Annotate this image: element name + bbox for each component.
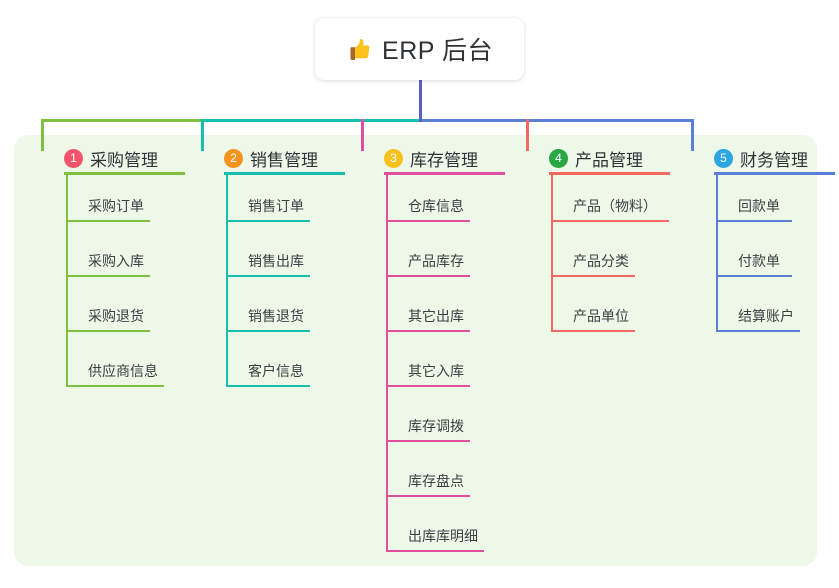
leaf-item[interactable]: 库存调拨 (386, 413, 470, 442)
leaf-item[interactable]: 采购退货 (66, 303, 150, 332)
branch-header-4[interactable]: 4 产品管理 (549, 146, 643, 171)
leaf-item[interactable]: 结算账户 (716, 303, 800, 332)
root-title: ERP 后台 (382, 37, 493, 65)
branch-header-5[interactable]: 5 财务管理 (714, 146, 808, 171)
leaf-label: 采购入库 (88, 253, 144, 269)
leaf-label: 仓库信息 (408, 198, 464, 214)
leaf-label: 销售出库 (248, 253, 304, 269)
leaf-item[interactable]: 采购入库 (66, 248, 150, 277)
leaf-item[interactable]: 出库库明细 (386, 523, 484, 552)
leaf-item[interactable]: 其它入库 (386, 358, 470, 387)
branch-header-2[interactable]: 2 销售管理 (224, 146, 318, 171)
leaf-label: 销售订单 (248, 198, 304, 214)
bus-segment-2 (201, 119, 422, 122)
branch-spine-3 (386, 175, 388, 552)
leaf-item[interactable]: 回款单 (716, 193, 792, 222)
branch-spine-5 (716, 175, 718, 332)
leaf-item[interactable]: 客户信息 (226, 358, 310, 387)
branch-underline-1 (64, 172, 185, 175)
leaf-item[interactable]: 仓库信息 (386, 193, 470, 222)
leaf-underline (386, 440, 470, 442)
leaf-item[interactable]: 其它出库 (386, 303, 470, 332)
leaf-underline (226, 385, 310, 387)
branch-title-5: 财务管理 (740, 151, 808, 170)
leaf-underline (226, 330, 310, 332)
leaf-label: 产品库存 (408, 253, 464, 269)
branch-title-2: 销售管理 (250, 151, 318, 170)
leaf-underline (716, 220, 792, 222)
leaf-label: 采购退货 (88, 308, 144, 324)
leaf-underline (551, 330, 635, 332)
branch-badge-3: 3 (384, 149, 403, 168)
leaf-underline (716, 275, 792, 277)
leaf-label: 销售退货 (248, 308, 304, 324)
leaf-underline (386, 550, 484, 552)
branch-badge-5: 5 (714, 149, 733, 168)
leaf-underline (226, 220, 310, 222)
leaf-label: 采购订单 (88, 198, 144, 214)
leaf-item[interactable]: 库存盘点 (386, 468, 470, 497)
branch-spine-2 (226, 175, 228, 387)
leaf-label: 产品（物料） (573, 198, 657, 214)
root-stem (419, 80, 422, 122)
leaf-underline (386, 220, 470, 222)
leaf-label: 库存盘点 (408, 473, 464, 489)
leaf-label: 库存调拨 (408, 418, 464, 434)
leaf-label: 出库库明细 (408, 528, 478, 544)
branch-title-4: 产品管理 (575, 151, 643, 170)
branch-header-1[interactable]: 1 采购管理 (64, 146, 158, 171)
leaf-underline (386, 385, 470, 387)
branch-badge-2: 2 (224, 149, 243, 168)
leaf-label: 产品单位 (573, 308, 629, 324)
leaf-label: 回款单 (738, 198, 780, 214)
leaf-underline (386, 330, 470, 332)
thumbs-up-icon (350, 38, 370, 60)
root-node[interactable]: ERP 后台 (315, 18, 524, 80)
leaf-underline (66, 385, 164, 387)
leaf-item[interactable]: 产品（物料） (551, 193, 669, 222)
branch-underline-4 (549, 172, 670, 175)
leaf-label: 产品分类 (573, 253, 629, 269)
branch-spine-4 (551, 175, 553, 332)
branch-badge-1: 1 (64, 149, 83, 168)
leaf-underline (716, 330, 800, 332)
branch-underline-3 (384, 172, 505, 175)
leaf-label: 付款单 (738, 253, 780, 269)
leaf-item[interactable]: 销售出库 (226, 248, 310, 277)
leaf-item[interactable]: 采购订单 (66, 193, 150, 222)
branch-header-3[interactable]: 3 库存管理 (384, 146, 478, 171)
leaf-label: 供应商信息 (88, 363, 158, 379)
leaf-item[interactable]: 产品分类 (551, 248, 635, 277)
branch-title-1: 采购管理 (90, 151, 158, 170)
leaf-label: 结算账户 (738, 308, 794, 324)
leaf-item[interactable]: 销售退货 (226, 303, 310, 332)
leaf-label: 其它入库 (408, 363, 464, 379)
leaf-underline (66, 275, 150, 277)
branch-columns: 1 采购管理采购订单采购入库采购退货供应商信息 2 销售管理销售订单销售出库销售退货客… (14, 135, 835, 566)
branch-underline-5 (714, 172, 835, 175)
leaf-underline (226, 275, 310, 277)
leaf-underline (386, 275, 470, 277)
branches-panel (14, 135, 817, 566)
leaf-item[interactable]: 产品库存 (386, 248, 470, 277)
branch-underline-2 (224, 172, 345, 175)
leaf-item[interactable]: 销售订单 (226, 193, 310, 222)
bus-segment-1 (41, 119, 204, 122)
leaf-underline (386, 495, 470, 497)
leaf-label: 其它出库 (408, 308, 464, 324)
leaf-underline (66, 330, 150, 332)
leaf-underline (551, 220, 669, 222)
leaf-item[interactable]: 供应商信息 (66, 358, 164, 387)
bus-segment-3 (419, 119, 694, 122)
branch-title-3: 库存管理 (410, 151, 478, 170)
leaf-underline (551, 275, 635, 277)
branch-badge-4: 4 (549, 149, 568, 168)
leaf-label: 客户信息 (248, 363, 304, 379)
leaf-underline (66, 220, 150, 222)
leaf-item[interactable]: 产品单位 (551, 303, 635, 332)
branch-spine-1 (66, 175, 68, 387)
leaf-item[interactable]: 付款单 (716, 248, 792, 277)
